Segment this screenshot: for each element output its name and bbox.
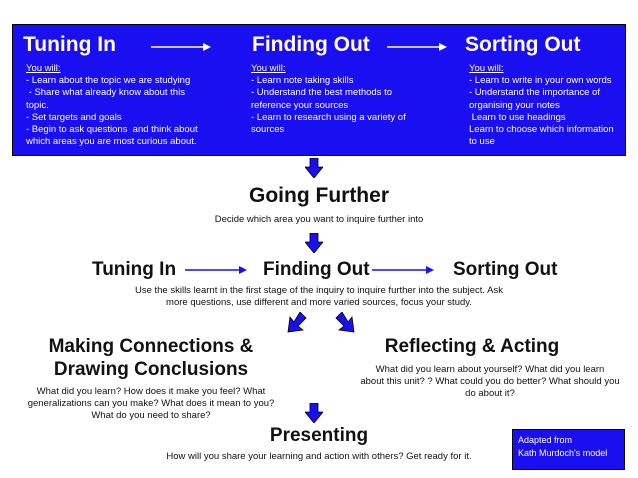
note-line: sources [251, 124, 285, 136]
tuning-in-title-2: Tuning In [92, 259, 177, 280]
making-connections-title-line2: Drawing Conclusions [53, 359, 249, 380]
note-line: - Set targets and goals [26, 111, 122, 123]
down-arrow-icon [305, 403, 323, 423]
attribution-box: Adapted from Kath Murdoch's model [512, 429, 625, 470]
note-line: - Learn to research using a variety of [251, 111, 406, 123]
note-line: - Understand the best methods to [251, 87, 392, 99]
note-line: organising your notes [469, 99, 560, 111]
finding-out-title: Finding Out [252, 33, 370, 56]
down-arrow-icon [305, 158, 323, 178]
finding-out-notes: You will: - Learn note taking skills - U… [251, 63, 451, 136]
tuning-in-title: Tuning In [23, 33, 116, 56]
note-line: - Share what already know about this [26, 87, 185, 99]
attribution-line2: Kath Murdoch's model [518, 448, 608, 458]
going-further-title: Going Further [249, 184, 389, 207]
you-will-label: You will: [26, 63, 61, 74]
down-left-arrow-icon [287, 312, 307, 333]
second-cycle-text-line1: Use the skills learnt in the first stage… [134, 285, 504, 296]
note-line: - Learn about the topic we are studying [26, 75, 191, 87]
sorting-out-title: Sorting Out [465, 33, 581, 56]
you-will-label: You will: [469, 63, 504, 74]
reflecting-acting-title: Reflecting & Acting [384, 336, 560, 357]
right-arrow-icon [387, 43, 447, 51]
note-line: - Understand the importance of [469, 87, 600, 99]
right-arrow-icon [372, 266, 434, 274]
note-line: topic. [26, 99, 49, 111]
sorting-out-title-2: Sorting Out [453, 259, 558, 280]
presenting-text: How will you share your learning and act… [166, 451, 472, 462]
tuning-in-notes: You will: - Learn about the topic we are… [26, 63, 236, 148]
going-further-text: Decide which area you want to inquire fu… [214, 214, 424, 225]
second-cycle-text-line2: more questions, use different and more v… [166, 297, 472, 308]
finding-out-title-2: Finding Out [263, 259, 370, 280]
note-line: - Learn to write in your own words [469, 75, 612, 87]
note-line: Learn to use headings [469, 111, 566, 123]
making-connections-title-line1: Making Connections & [48, 336, 254, 357]
reflecting-text-line2: about this unit? ? What could you do bet… [360, 376, 620, 387]
note-line: - Learn note taking skills [251, 75, 354, 87]
down-arrow-icon [305, 233, 323, 253]
presenting-title: Presenting [269, 425, 369, 446]
note-line: Learn to choose which information [469, 124, 614, 136]
right-arrow-icon [151, 43, 211, 51]
making-connections-text-line3: What do you need to share? [91, 410, 211, 421]
sorting-out-notes: You will: - Learn to write in your own w… [469, 63, 625, 148]
note-line: which areas you are most curious about. [26, 136, 197, 148]
attribution-line1: Adapted from [518, 435, 573, 445]
note-line: reference your sources [251, 99, 349, 111]
stages-box: Tuning In Finding Out Sorting Out You wi… [12, 24, 626, 156]
note-line: - Begin to ask questions and think about [26, 124, 198, 136]
making-connections-text-line1: What did you learn? How does it make you… [36, 386, 266, 397]
reflecting-text-line3: do about it? [465, 388, 515, 399]
making-connections-text-line2: generalizations can you make? What does … [27, 398, 275, 409]
you-will-label: You will: [251, 63, 286, 74]
reflecting-text-line1: What did you learn about yourself? What … [375, 364, 605, 375]
right-arrow-icon [185, 266, 247, 274]
down-right-arrow-icon [335, 312, 355, 333]
note-line: to use [469, 136, 495, 148]
